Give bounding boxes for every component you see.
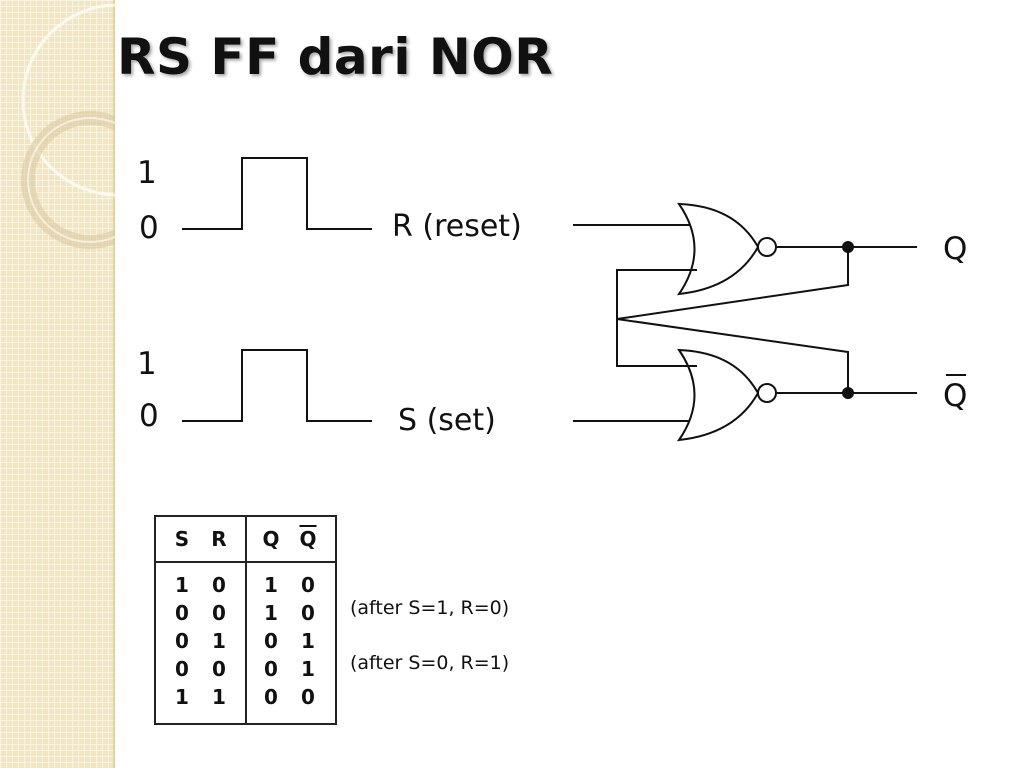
table-cell: 1	[264, 573, 278, 597]
table-cell: 0	[175, 657, 189, 681]
table-cell: 0	[301, 685, 315, 709]
table-cell: 1	[301, 629, 315, 653]
s-pulse-waveform	[182, 349, 372, 422]
s-set-label: S (set)	[398, 403, 496, 438]
r-waveform-low-label: 0	[139, 210, 159, 246]
table-cell: 0	[301, 601, 315, 625]
table-cell: 0	[212, 573, 226, 597]
table-cell: 1	[301, 657, 315, 681]
slide-title: RS FF dari NOR	[117, 28, 554, 86]
table-cell: 1	[264, 601, 278, 625]
feedback-wire-from-q-bar	[616, 269, 849, 393]
table-cell: 0	[264, 629, 278, 653]
table-cell: 0	[264, 657, 278, 681]
note-after-set: (after S=1, R=0)	[350, 597, 510, 619]
table-header-s: S	[174, 527, 190, 551]
decorative-rings	[21, 3, 115, 249]
table-cell: 0	[212, 601, 226, 625]
s-waveform-low-label: 0	[139, 398, 159, 434]
table-header-q: Q	[262, 527, 280, 551]
table-cell: 0	[212, 657, 226, 681]
table-cell: 0	[264, 685, 278, 709]
table-cell: 1	[175, 573, 189, 597]
table-cell: 1	[212, 685, 226, 709]
r-pulse-waveform	[182, 157, 372, 230]
q-output-label: Q	[943, 231, 967, 267]
table-cell: 0	[175, 601, 189, 625]
q-bar-output-label: Q	[943, 378, 967, 414]
note-after-reset: (after S=0, R=1)	[350, 652, 510, 674]
table-header-divider	[156, 561, 335, 563]
table-cell: 0	[175, 629, 189, 653]
table-cell: 1	[212, 629, 226, 653]
table-column-divider	[245, 517, 247, 723]
table-header-q-bar: Q	[299, 527, 317, 551]
table-cell: 1	[175, 685, 189, 709]
nor-gate-top	[676, 202, 777, 296]
decorative-side-strip	[0, 0, 115, 768]
nor-gate-bottom	[676, 348, 777, 442]
truth-table: S R Q Q 1 0 1 0 0 0 1 0 0 1 0 1 0 0 0 1 …	[154, 515, 337, 725]
table-cell: 0	[301, 573, 315, 597]
r-reset-label: R (reset)	[392, 209, 522, 244]
s-waveform-high-label: 1	[137, 346, 157, 382]
table-header-r: R	[211, 527, 227, 551]
r-waveform-high-label: 1	[137, 155, 157, 191]
